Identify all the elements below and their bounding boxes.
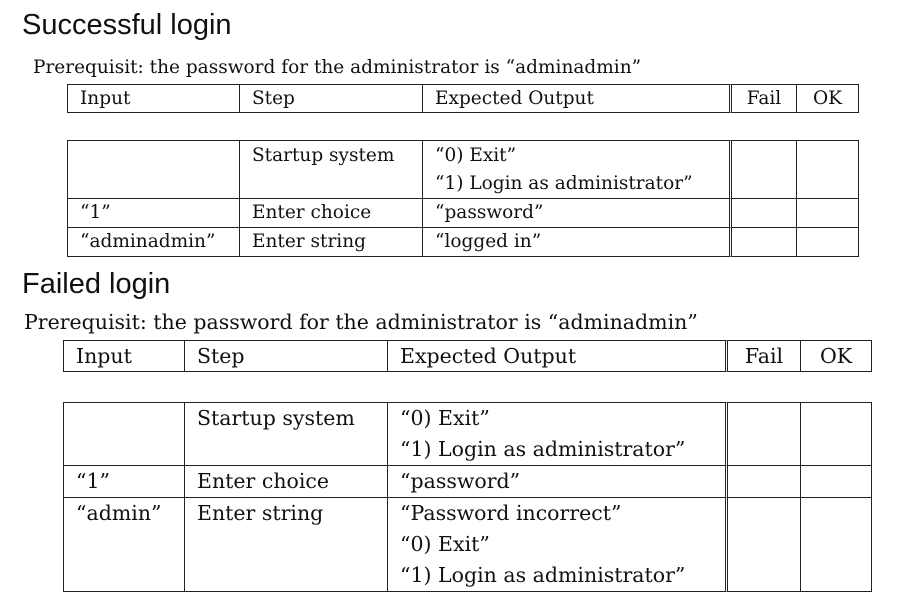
test-case-table-successful-login: Input Step Expected Output Fail OK Start… <box>67 84 859 257</box>
cell-fail <box>728 498 801 592</box>
cell-fail <box>728 466 801 498</box>
cell-step: Startup system <box>240 140 423 199</box>
cell-input <box>67 140 240 199</box>
cell-expected-output: “logged in” <box>423 228 732 257</box>
cell-ok <box>801 498 872 592</box>
cell-fail <box>728 402 801 466</box>
cell-ok <box>801 466 872 498</box>
prerequisite-text: Prerequisit: the password for the admini… <box>33 57 642 78</box>
section-title-successful-login: Successful login <box>22 9 232 41</box>
table-row: “adminadmin” Enter string “logged in” <box>67 228 859 257</box>
cell-ok <box>797 228 859 257</box>
test-case-table-failed-login: Input Step Expected Output Fail OK Start… <box>63 340 872 592</box>
output-line: “Password incorrect” <box>400 501 622 525</box>
output-line: “password” <box>435 202 544 223</box>
cell-input: “1” <box>67 199 240 228</box>
header-expected-output: Expected Output <box>388 340 728 372</box>
table-row: “1” Enter choice “password” <box>67 199 859 228</box>
header-expected-output: Expected Output <box>423 84 732 113</box>
cell-expected-output: “0) Exit” “1) Login as administrator” <box>423 140 732 199</box>
table-header-row: Input Step Expected Output Fail OK <box>63 340 872 372</box>
header-ok: OK <box>797 84 859 113</box>
cell-expected-output: “0) Exit” “1) Login as administrator” <box>388 402 728 466</box>
prerequisite-text: Prerequisit: the password for the admini… <box>24 310 698 334</box>
table-row: “1” Enter choice “password” <box>63 466 872 498</box>
section-title-failed-login: Failed login <box>22 268 171 300</box>
table-row: Startup system “0) Exit” “1) Login as ad… <box>63 402 872 466</box>
cell-step: Enter choice <box>240 199 423 228</box>
cell-step: Enter string <box>240 228 423 257</box>
output-line: “1) Login as administrator” <box>400 437 686 461</box>
cell-expected-output: “password” <box>388 466 728 498</box>
cell-input: “1” <box>63 466 185 498</box>
header-fail: Fail <box>732 84 797 113</box>
output-line: “0) Exit” <box>400 532 490 556</box>
cell-step: Enter string <box>185 498 388 592</box>
header-fail: Fail <box>728 340 801 372</box>
header-step: Step <box>185 340 388 372</box>
output-line: “0) Exit” <box>400 406 490 430</box>
cell-fail <box>732 228 797 257</box>
output-line: “0) Exit” <box>435 145 517 166</box>
cell-input: “adminadmin” <box>67 228 240 257</box>
cell-input: “admin” <box>63 498 185 592</box>
cell-ok <box>801 402 872 466</box>
cell-ok <box>797 199 859 228</box>
header-input: Input <box>67 84 240 113</box>
cell-fail <box>732 199 797 228</box>
output-line: “logged in” <box>435 231 542 252</box>
output-line: “1) Login as administrator” <box>435 173 693 194</box>
output-line: “1) Login as administrator” <box>400 563 686 587</box>
cell-step: Enter choice <box>185 466 388 498</box>
header-input: Input <box>63 340 185 372</box>
cell-step: Startup system <box>185 402 388 466</box>
cell-fail <box>732 140 797 199</box>
output-line: “password” <box>400 469 521 493</box>
header-step: Step <box>240 84 423 113</box>
cell-expected-output: “Password incorrect” “0) Exit” “1) Login… <box>388 498 728 592</box>
table-header-row: Input Step Expected Output Fail OK <box>67 84 859 113</box>
table-row: “admin” Enter string “Password incorrect… <box>63 498 872 592</box>
cell-expected-output: “password” <box>423 199 732 228</box>
cell-input <box>63 402 185 466</box>
cell-ok <box>797 140 859 199</box>
table-row: Startup system “0) Exit” “1) Login as ad… <box>67 140 859 199</box>
header-ok: OK <box>801 340 872 372</box>
